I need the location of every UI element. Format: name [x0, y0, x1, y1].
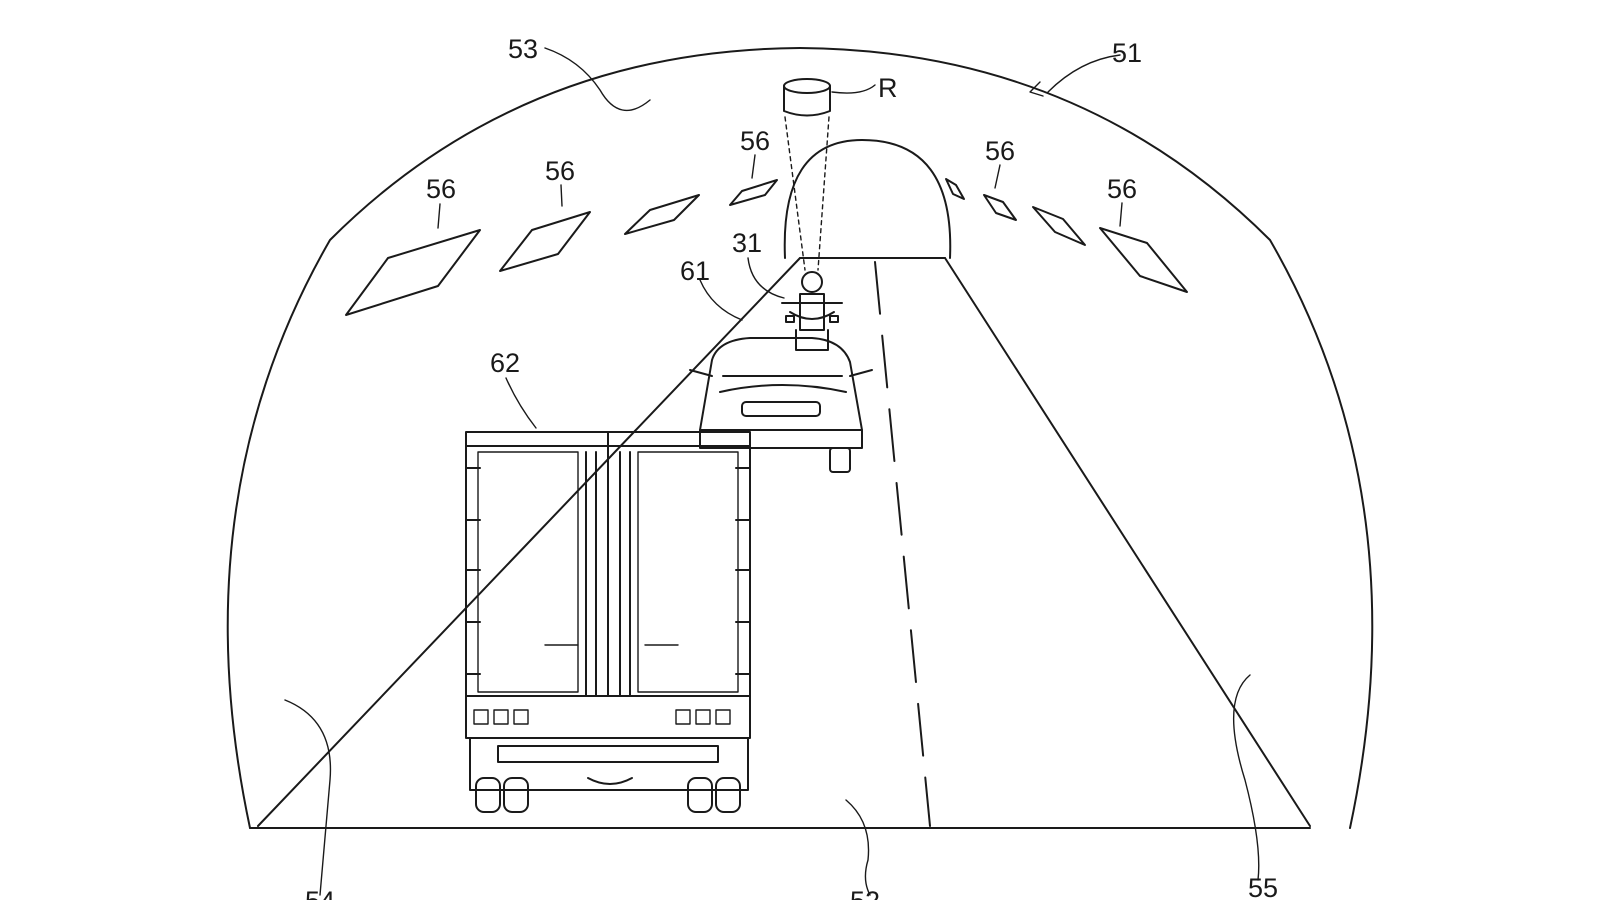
car: [689, 337, 873, 473]
label-car: 61: [680, 256, 710, 286]
road-edges: [257, 257, 1311, 827]
reference-cylinder: [783, 78, 831, 271]
ceiling-lights: [345, 178, 1188, 316]
label-right-wall: 55: [1248, 873, 1278, 900]
label-left-wall: 54: [305, 886, 335, 900]
label-light-2: 56: [545, 156, 575, 186]
label-truck: 62: [490, 348, 520, 378]
label-light-4: 56: [985, 136, 1015, 166]
label-tunnel: 51: [1112, 38, 1142, 68]
label-motorcycle: 31: [732, 228, 762, 258]
label-light-1: 56: [426, 174, 456, 204]
label-light-3: 56: [740, 126, 770, 156]
label-reference-r: R: [878, 73, 898, 103]
label-road: 52: [850, 886, 880, 900]
tunnel-exit-arch: [783, 139, 952, 259]
tunnel-outline: [226, 47, 1374, 829]
motorcycle: [781, 271, 843, 351]
truck-hinges: [465, 467, 751, 675]
label-ceiling: 53: [508, 34, 538, 64]
lane-divider: [874, 261, 931, 827]
label-light-5: 56: [1107, 174, 1137, 204]
reference-labels: 53 51 R 56 56 56 56 56 31 61 62 54 52 55: [305, 34, 1278, 900]
leader-lines: [284, 47, 1260, 896]
truck: [465, 431, 751, 813]
